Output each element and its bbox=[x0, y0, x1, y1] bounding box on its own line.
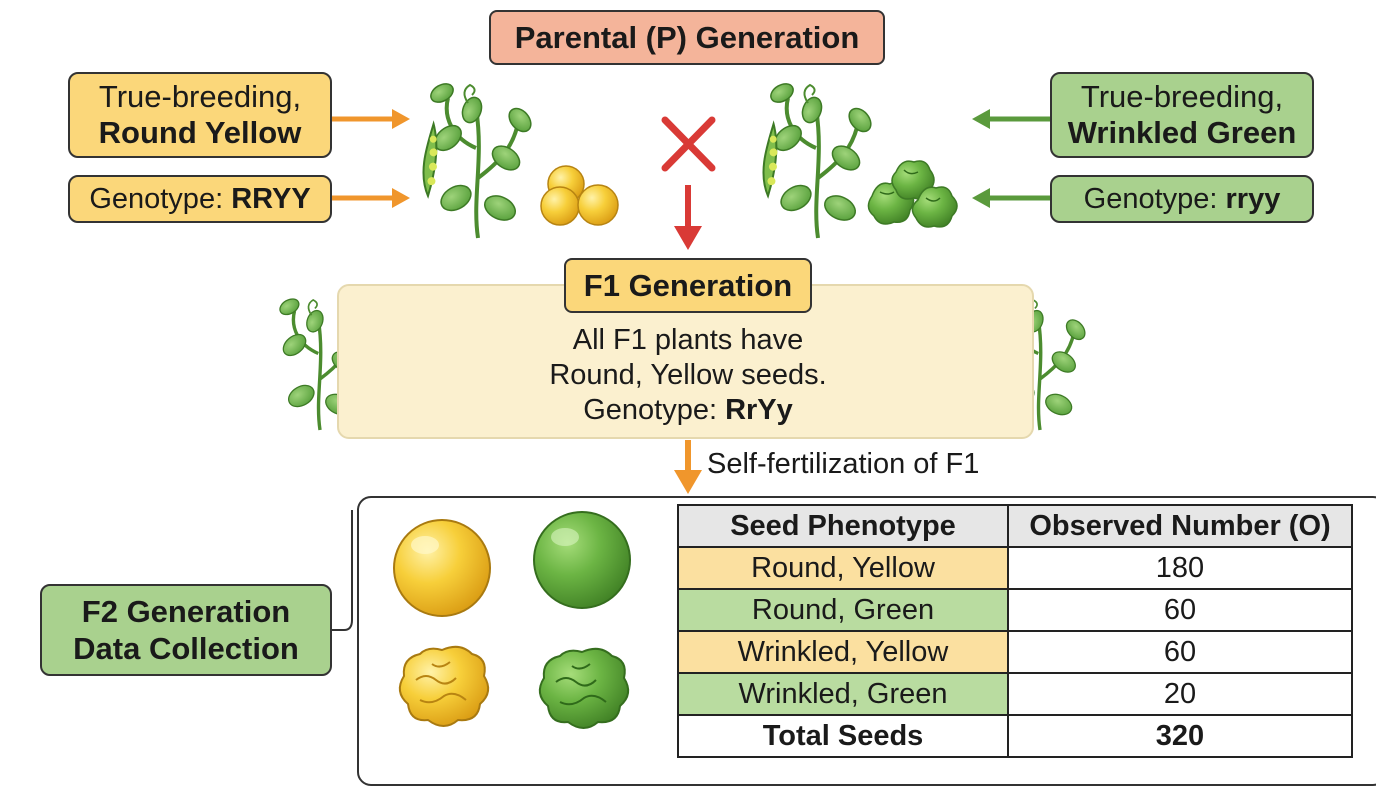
f1-title-text: F1 Generation bbox=[583, 267, 793, 303]
phenotype-cell: Round, Yellow bbox=[677, 546, 1009, 590]
left-genotype-value: RRYY bbox=[231, 182, 311, 215]
phenotype-cell: Wrinkled, Yellow bbox=[677, 630, 1009, 674]
green-wrinkled-seeds-cluster-icon bbox=[867, 160, 958, 228]
observed-cell: 20 bbox=[1007, 672, 1353, 716]
table-row: Round, Green 60 bbox=[677, 588, 1353, 632]
cross-icon bbox=[661, 116, 716, 172]
f2-label-line1: F2 Generation bbox=[81, 594, 291, 629]
f2-generation-label: F2 Generation Data Collection bbox=[40, 584, 332, 676]
f1-generation-title: F1 Generation bbox=[564, 258, 812, 313]
f1-genotype-value: RrYy bbox=[725, 394, 793, 426]
f1-line2: Round, Yellow seeds. bbox=[549, 359, 827, 391]
f2-results-table: Seed Phenotype Observed Number (O) Round… bbox=[677, 504, 1353, 758]
left-parent-label-box: True-breeding, Round Yellow bbox=[68, 72, 332, 158]
f2-graphics bbox=[332, 510, 631, 729]
table-row: Wrinkled, Yellow 60 bbox=[677, 630, 1353, 674]
observed-cell: 180 bbox=[1007, 546, 1353, 590]
arrow-round-yellow-to-plant bbox=[332, 109, 410, 129]
down-arrow-to-f2 bbox=[674, 440, 702, 494]
f2-label-line2: Data Collection bbox=[73, 631, 299, 666]
arrow-genotype-rryy-to-plant bbox=[332, 188, 410, 208]
phenotype-cell: Wrinkled, Green bbox=[677, 672, 1009, 716]
f1-description: All F1 plants have Round, Yellow seeds. … bbox=[500, 323, 876, 428]
left-parent-line1: True-breeding, bbox=[98, 79, 302, 114]
left-genotype-label: Genotype: bbox=[89, 182, 232, 215]
table-header-row: Seed Phenotype Observed Number (O) bbox=[677, 504, 1353, 548]
wrinkled-yellow-seed-icon bbox=[398, 645, 490, 727]
observed-cell: 60 bbox=[1007, 630, 1353, 674]
down-arrow-to-f1 bbox=[674, 185, 702, 250]
left-parent-genotype-box: Genotype: RRYY bbox=[68, 175, 332, 223]
arrow-genotype-rryy-lower-to-plant bbox=[972, 188, 1050, 208]
right-parent-label-box: True-breeding, Wrinkled Green bbox=[1050, 72, 1314, 158]
parental-title-text: Parental (P) Generation bbox=[514, 19, 860, 55]
total-value-cell: 320 bbox=[1007, 714, 1353, 758]
f1-genotype-label: Genotype: bbox=[583, 394, 726, 426]
observed-cell: 60 bbox=[1007, 588, 1353, 632]
f1-line1: All F1 plants have bbox=[572, 324, 804, 356]
wrinkled-green-seed-icon bbox=[538, 647, 630, 729]
left-parent-line2: Round Yellow bbox=[98, 115, 302, 150]
right-genotype-label: Genotype: bbox=[1083, 182, 1226, 215]
table-row: Wrinkled, Green 20 bbox=[677, 672, 1353, 716]
parental-generation-title: Parental (P) Generation bbox=[489, 10, 885, 65]
arrow-wrinkled-green-to-plant bbox=[972, 109, 1050, 129]
header-observed-number: Observed Number (O) bbox=[1007, 504, 1353, 548]
round-yellow-seed-icon bbox=[393, 519, 491, 617]
table-row: Round, Yellow 180 bbox=[677, 546, 1353, 590]
right-parent-line2: Wrinkled Green bbox=[1067, 115, 1297, 150]
total-label-cell: Total Seeds bbox=[677, 714, 1009, 758]
phenotype-cell: Round, Green bbox=[677, 588, 1009, 632]
table-total-row: Total Seeds 320 bbox=[677, 714, 1353, 758]
yellow-seeds-cluster-icon bbox=[540, 165, 619, 226]
right-genotype-value: rryy bbox=[1225, 182, 1281, 215]
header-seed-phenotype: Seed Phenotype bbox=[677, 504, 1009, 548]
f1-genotype-line: Genotype: RrYy bbox=[500, 393, 876, 428]
f1-panel bbox=[337, 284, 1034, 439]
self-fertilization-label: Self-fertilization of F1 bbox=[707, 448, 980, 480]
right-parent-genotype-box: Genotype: rryy bbox=[1050, 175, 1314, 223]
right-parent-line1: True-breeding, bbox=[1080, 79, 1284, 114]
round-green-seed-icon bbox=[533, 511, 631, 609]
